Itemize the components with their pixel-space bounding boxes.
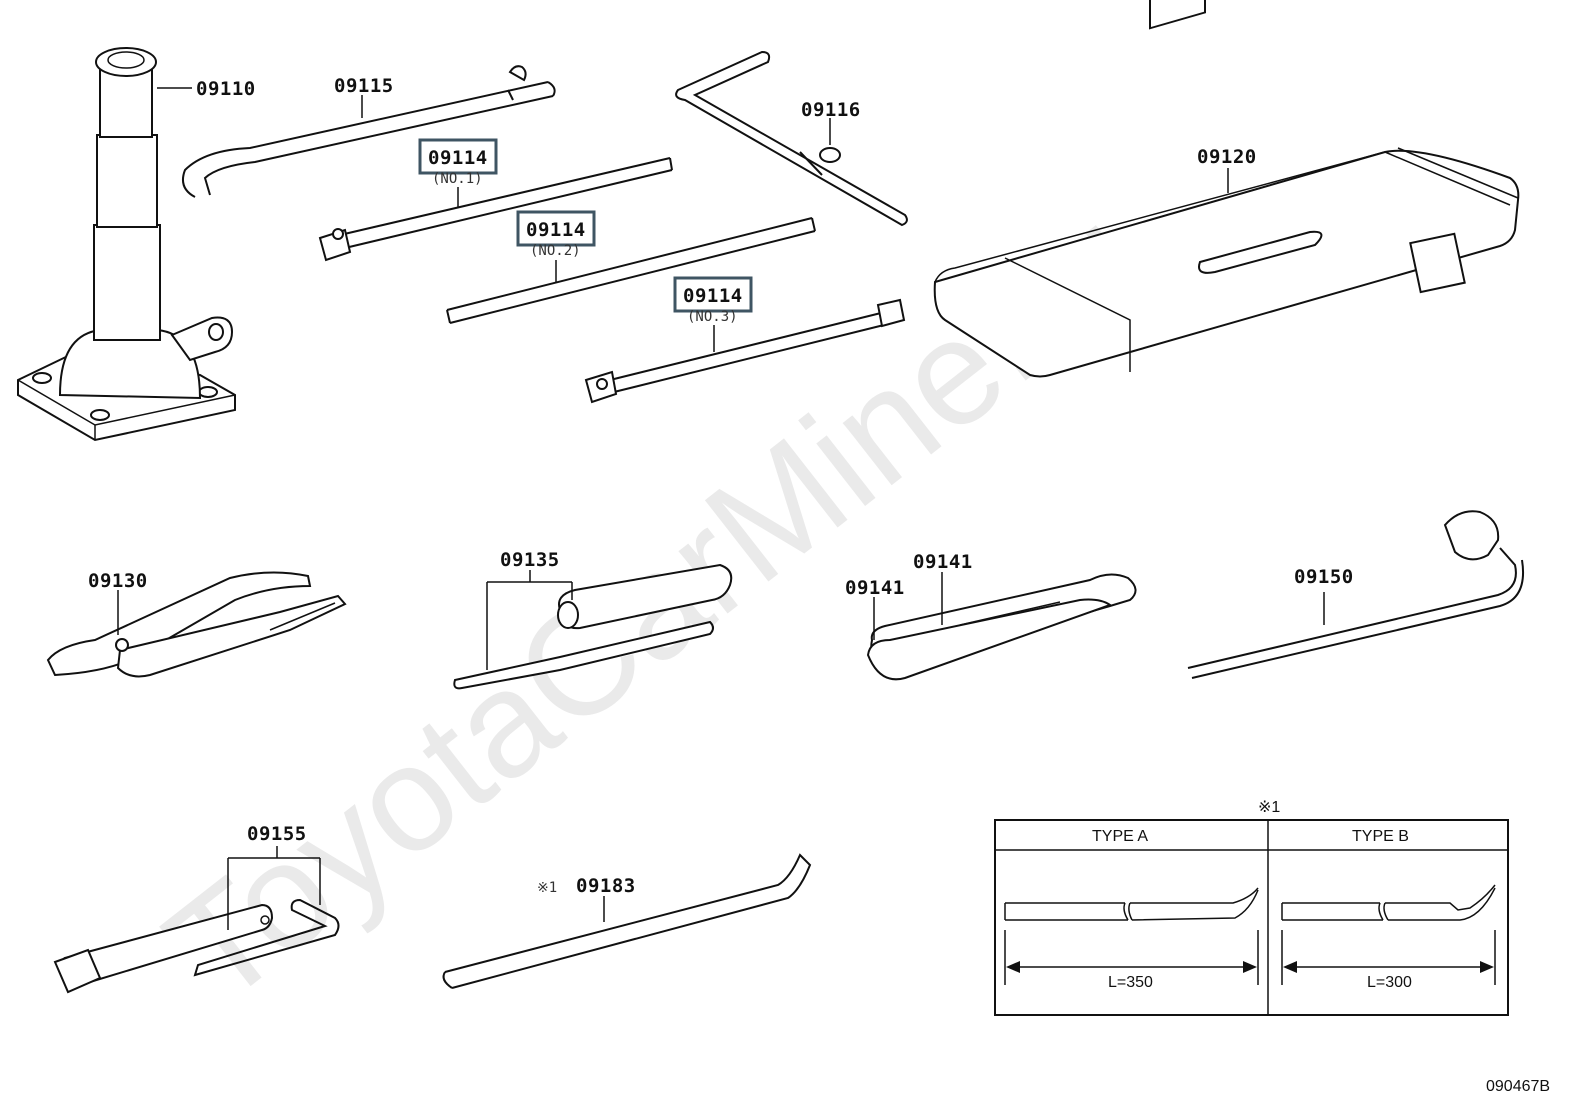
callout-09114-no3-sub: (NO.3) xyxy=(687,309,738,325)
callout-09141-b: 09141 xyxy=(845,577,905,599)
callout-09141-a: 09141 xyxy=(913,551,973,573)
highlight-box-no3 xyxy=(673,276,753,313)
type-b-header: TYPE B xyxy=(1352,828,1409,845)
callout-09135: 09135 xyxy=(500,549,560,571)
type-a-header: TYPE A xyxy=(1092,828,1148,845)
bar-illustration xyxy=(442,853,812,989)
callout-09183: 09183 xyxy=(576,875,636,897)
screwdriver-illustration xyxy=(453,563,733,690)
leader-plug-wrench xyxy=(227,857,321,930)
callout-09114-no2: 09114 xyxy=(526,219,586,241)
callout-09115: 09115 xyxy=(334,75,394,97)
callout-09150: 09150 xyxy=(1294,566,1354,588)
crank-handle-illustration xyxy=(675,50,908,227)
figure-code: 090467B xyxy=(1486,1078,1550,1095)
callout-09116: 09116 xyxy=(801,99,861,121)
callout-09183-note: ※1 xyxy=(537,880,557,896)
type-a-length: L=350 xyxy=(1108,974,1153,991)
callout-09120: 09120 xyxy=(1197,146,1257,168)
type-b-length: L=300 xyxy=(1367,974,1412,991)
callout-09114-no1: 09114 xyxy=(428,147,488,169)
extension-no1-illustration xyxy=(318,157,673,262)
callout-09155: 09155 xyxy=(247,823,307,845)
pliers-illustration xyxy=(46,571,347,678)
jack-illustration xyxy=(17,47,236,442)
jack-handle-illustration xyxy=(182,65,556,198)
highlight-box-no2 xyxy=(516,210,596,247)
callout-09114-no2-sub: (NO.2) xyxy=(530,243,581,259)
callout-09130: 09130 xyxy=(88,570,148,592)
extension-no2-illustration xyxy=(446,217,816,324)
wrench-illustration xyxy=(866,573,1137,681)
callout-09114-no1-sub: (NO.1) xyxy=(432,171,483,187)
type-table: ※1 TYPE A TYPE B L=350 L=300 xyxy=(994,799,1509,1016)
type-table-note: ※1 xyxy=(1258,799,1280,816)
callout-09114-no3: 09114 xyxy=(683,285,743,307)
highlight-box-no1 xyxy=(418,138,498,175)
callout-09110: 09110 xyxy=(196,78,256,100)
plug-wrench-illustration xyxy=(53,898,340,994)
extension-no3-illustration xyxy=(584,298,906,404)
wheel-wrench-illustration xyxy=(1187,510,1524,679)
tool-bag-illustration xyxy=(933,0,1520,378)
